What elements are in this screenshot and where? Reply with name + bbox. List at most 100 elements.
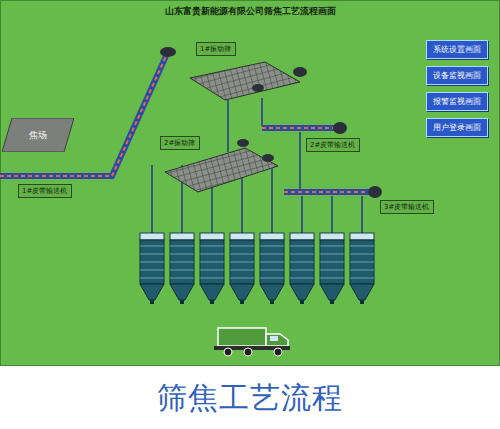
node-label: 1#皮带输送机 <box>22 186 68 196</box>
illustration-part <box>320 240 344 284</box>
illustration-part <box>290 284 314 300</box>
illustration-part <box>180 300 184 304</box>
illustration-part <box>170 278 194 279</box>
illustration-part <box>170 270 194 271</box>
illustration-part <box>331 196 333 233</box>
illustration-part <box>260 278 284 279</box>
panel-ground <box>0 0 500 366</box>
illustration-part <box>262 125 334 131</box>
illustration-part <box>170 254 194 255</box>
panel-border <box>1 1 500 366</box>
equipment-tag: 2#皮带输送机 <box>306 138 360 152</box>
node-label: 设备监视画面 <box>433 70 481 81</box>
illustration-part <box>227 100 229 152</box>
illustration-part <box>320 233 344 304</box>
illustration-part <box>261 98 263 126</box>
illustration-part <box>200 233 224 304</box>
illustration-part <box>320 284 344 300</box>
motor-symbols <box>160 47 382 198</box>
equipment-tag: 1#皮带输送机 <box>18 184 72 198</box>
vibrating-screen <box>190 62 300 100</box>
illustration-part <box>320 233 344 240</box>
illustration-part <box>260 254 284 255</box>
illustration-part <box>200 270 224 271</box>
illustration-part <box>244 348 252 356</box>
illustration-part <box>151 165 153 233</box>
illustration-part <box>360 300 364 304</box>
illustration-part <box>170 262 194 263</box>
coke-yard: 焦场 <box>2 118 74 152</box>
illustration-part <box>230 284 254 300</box>
illustration-part <box>271 165 273 233</box>
node-label: 系统设置画面 <box>433 44 481 55</box>
illustration-part <box>230 233 254 304</box>
illustration-part <box>140 284 164 300</box>
illustration-part <box>266 334 288 346</box>
illustration-part <box>224 348 232 356</box>
illustration-part <box>260 233 284 304</box>
illustration-part <box>290 254 314 255</box>
illustration-part <box>330 300 334 304</box>
illustration-part <box>270 300 274 304</box>
illustration-part <box>230 240 254 284</box>
screen-title: 山东富贵新能源有限公司筛焦工艺流程画面 <box>0 5 500 18</box>
illustration-part <box>274 348 282 356</box>
illustration-part <box>284 189 369 195</box>
menu-button: 用户登录画面 <box>426 118 488 137</box>
illustration-part <box>200 284 224 300</box>
illustration-part <box>320 278 344 279</box>
illustration-part <box>290 233 314 304</box>
illustration-part <box>200 278 224 279</box>
illustration-part <box>140 270 164 271</box>
illustration-part <box>230 233 254 240</box>
equipment-tag: 3#皮带输送机 <box>380 200 434 214</box>
illustration-part <box>230 262 254 263</box>
illustration-part <box>270 336 278 341</box>
illustration-part <box>350 240 374 284</box>
illustration-part <box>301 196 303 233</box>
illustration-part <box>200 246 224 247</box>
illustration-part <box>230 254 254 255</box>
silos <box>140 233 374 304</box>
illustration-part <box>140 278 164 279</box>
illustration-part <box>200 254 224 255</box>
node-label: 3#皮带输送机 <box>384 202 430 212</box>
vibrating-screen <box>165 148 278 192</box>
illustration-part <box>284 191 369 193</box>
illustration-part <box>350 233 374 240</box>
illustration-part <box>230 246 254 247</box>
illustration-part <box>210 300 214 304</box>
illustration-part <box>260 233 284 240</box>
illustration-part <box>200 240 224 284</box>
illustration-part <box>260 240 284 284</box>
illustration-part <box>140 254 164 255</box>
illustration-part <box>170 246 194 247</box>
illustration-part <box>262 154 274 162</box>
illustration-part <box>260 246 284 247</box>
illustration-part <box>350 233 374 304</box>
menu-button: 系统设置画面 <box>426 40 488 59</box>
node-label: 2#皮带输送机 <box>310 140 356 150</box>
illustration-part <box>320 262 344 263</box>
menu-button: 设备监视画面 <box>426 66 488 85</box>
illustration-part <box>350 262 374 263</box>
illustration-part <box>260 284 284 300</box>
caption: 筛焦工艺流程 <box>0 378 500 419</box>
illustration-part <box>140 240 164 284</box>
illustration-part <box>0 56 166 176</box>
illustration-part <box>200 233 224 240</box>
node-label: 用户登录画面 <box>433 122 481 133</box>
node-label: 报警监视画面 <box>433 96 481 107</box>
illustration-part <box>320 270 344 271</box>
equipment-tag: 1#振动筛 <box>196 42 236 56</box>
illustration-part <box>320 246 344 247</box>
illustration-part <box>293 67 307 77</box>
illustration-part <box>237 139 249 147</box>
node-label: 2#振动筛 <box>164 138 196 148</box>
menu-button: 报警监视画面 <box>426 92 488 111</box>
illustration-part <box>260 270 284 271</box>
illustration-part <box>320 254 344 255</box>
illustration-part <box>290 270 314 271</box>
